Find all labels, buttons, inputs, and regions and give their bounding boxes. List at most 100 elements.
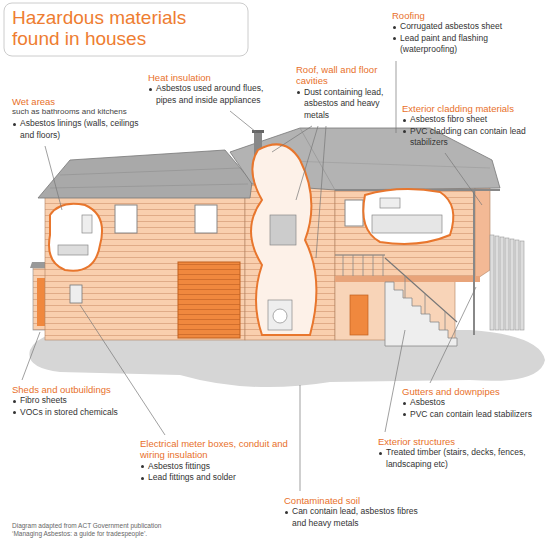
heading-text: Exterior cladding materials <box>402 103 514 114</box>
item-text: Lead paint and flashing (waterproofing) <box>400 33 488 54</box>
leader-lines <box>45 146 62 210</box>
item-text: PVC cladding can contain lead stabilizer… <box>410 126 526 147</box>
house-walls <box>335 276 480 282</box>
item-text: Treated timber (stairs, decks, fences, l… <box>386 447 526 468</box>
leader-lines <box>300 385 301 491</box>
leader-lines <box>385 330 405 432</box>
roof <box>38 150 252 198</box>
callout-item: Asbestos fittings <box>140 461 290 472</box>
bullet-dot <box>403 413 406 416</box>
item-text: PVC can contain lead stabilizers <box>410 409 532 419</box>
callout-heading: Roofing <box>392 10 544 21</box>
item-text: Can contain lead, asbestos fibres and he… <box>292 506 418 527</box>
cutaway-views <box>363 189 453 244</box>
deck-stairs <box>385 282 457 346</box>
roof <box>50 184 248 188</box>
item-text: Asbestos linings (walls, ceilings and fl… <box>20 118 139 139</box>
heading-text: Roofing <box>392 10 425 21</box>
windows-doors <box>70 200 368 338</box>
callout-group: Heat insulationAsbestos used around flue… <box>148 72 283 106</box>
deck-stairs <box>335 255 457 346</box>
callout-group: Exterior structuresTreated timber (stair… <box>378 436 544 470</box>
fence <box>510 239 514 330</box>
cutaway-views <box>49 204 102 271</box>
item-text: Dust containing lead, asbestos and heavy… <box>304 87 383 120</box>
leader-lines <box>430 287 476 383</box>
house-walls <box>475 178 490 280</box>
title-frame <box>4 3 248 56</box>
heading-text: Electrical meter boxes, conduit and wiri… <box>140 438 288 460</box>
callout-item: Treated timber (stairs, decks, fences, l… <box>378 447 544 470</box>
bullet-dot <box>285 511 288 514</box>
callout-heading: Gutters and downpipes <box>402 386 547 397</box>
fence <box>500 237 504 330</box>
callout-group: Exterior cladding materialsAsbestos fibr… <box>402 103 544 149</box>
leader-lines <box>445 153 482 205</box>
windows-doors <box>70 285 82 303</box>
bullet-dot <box>403 130 406 133</box>
leader-lines <box>230 111 256 132</box>
cutaway-views <box>49 144 453 335</box>
item-text: VOCs in stored chemicals <box>20 407 118 417</box>
leader-lines <box>316 126 326 258</box>
cutaway-views <box>273 309 287 323</box>
downpipe <box>474 190 475 335</box>
fence <box>495 236 499 330</box>
bullet-dot <box>141 465 144 468</box>
item-text: Asbestos fittings <box>148 461 210 471</box>
windows-doors <box>350 295 368 335</box>
callout-heading: Heat insulation <box>148 72 283 83</box>
bullet-dot <box>149 88 152 91</box>
heading-text: Exterior structures <box>378 436 455 447</box>
fence <box>490 235 524 330</box>
callout-group: Roof, wall and floor cavitiesDust contai… <box>296 64 386 121</box>
fence <box>520 241 524 330</box>
callout-item: Asbestos fibro sheet <box>402 114 544 125</box>
deck-stairs <box>335 254 385 255</box>
item-text: Asbestos <box>410 397 445 407</box>
heading-text: Heat insulation <box>148 72 211 83</box>
bullet-dot <box>141 477 144 480</box>
callout-group: Wet areassuch as bathrooms and kitchensA… <box>12 96 152 141</box>
cutaway-views <box>58 245 88 255</box>
item-text: Fibro sheets <box>20 395 67 405</box>
item-text: Lead fittings and solder <box>148 472 236 482</box>
bullet-dot <box>13 123 16 126</box>
callout-heading: Exterior cladding materials <box>402 103 544 114</box>
callout-item: Lead fittings and solder <box>140 472 290 483</box>
deck-stairs <box>385 258 457 322</box>
heading-text: Gutters and downpipes <box>402 386 500 397</box>
item-text: Corrugated asbestos sheet <box>400 21 502 31</box>
deck-stairs <box>353 255 354 276</box>
bullet-dot <box>393 37 396 40</box>
heading-text: Sheds and outbuildings <box>12 384 111 395</box>
callout-item: VOCs in stored chemicals <box>12 407 152 418</box>
bullet-dot <box>393 26 396 29</box>
title-frame <box>4 3 248 56</box>
cutaway-views <box>251 144 316 335</box>
house-walls <box>335 185 475 280</box>
callout-heading: Roof, wall and floor cavities <box>296 64 384 87</box>
item-text: such as bathrooms and kitchens <box>12 107 127 116</box>
callout-heading: Sheds and outbuildings <box>12 384 152 395</box>
callout-group: RoofingCorrugated asbestos sheetLead pai… <box>392 10 544 56</box>
callout-item: Asbestos <box>402 397 547 408</box>
fence <box>490 235 494 330</box>
cutaway-views <box>270 215 296 245</box>
callout-item: Asbestos linings (walls, ceilings and fl… <box>12 118 152 141</box>
bullet-dot <box>379 452 382 455</box>
callout-item: PVC can contain lead stabilizers <box>402 409 547 420</box>
house-walls <box>45 195 245 340</box>
windows-doors <box>345 200 363 226</box>
source-caption: Diagram adapted from ACT Government publ… <box>12 522 182 538</box>
cutaway-views <box>268 300 292 330</box>
deck-stairs <box>373 255 374 276</box>
deck-stairs <box>425 293 426 314</box>
bullet-dot <box>13 400 16 403</box>
item-text: Asbestos fibro sheet <box>410 114 487 124</box>
downpipe <box>473 190 475 335</box>
callout-group: Contaminated soilCan contain lead, asbes… <box>284 495 424 529</box>
callout-group: Sheds and outbuildingsFibro sheetsVOCs i… <box>12 384 152 418</box>
heading-text: Wet areas <box>12 96 55 107</box>
callout-group: Gutters and downpipesAsbestosPVC can con… <box>402 386 547 420</box>
